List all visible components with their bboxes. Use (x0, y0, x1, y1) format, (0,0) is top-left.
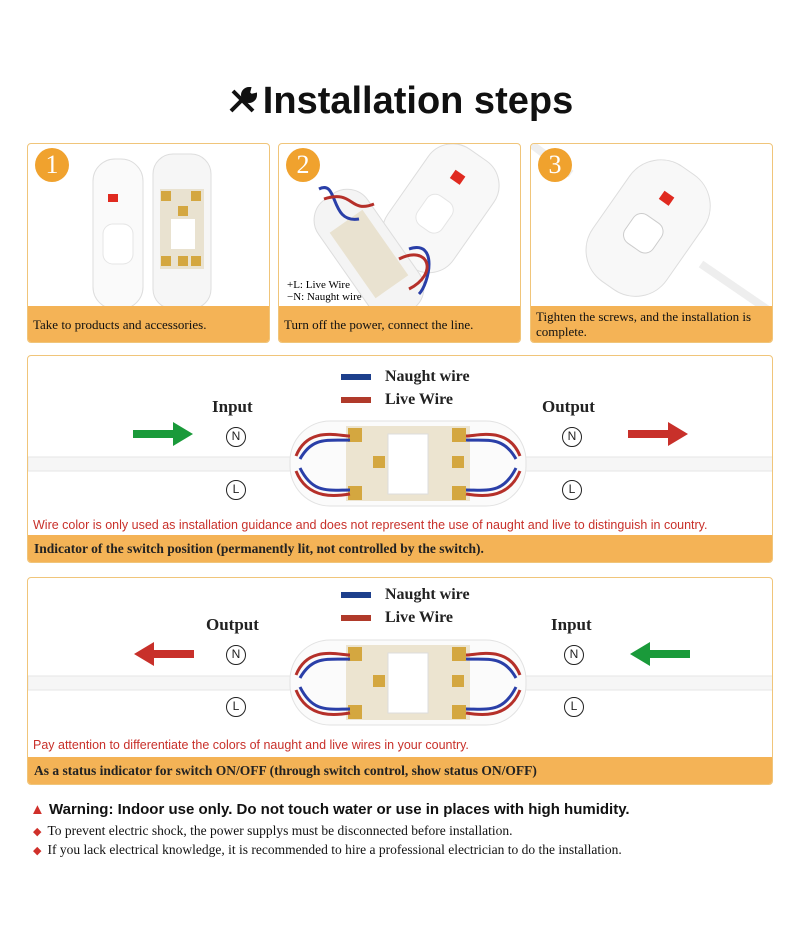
step-card-3: 3 Tighten the screws, and the installati… (530, 143, 773, 343)
bullet-item: ◆ If you lack electrical knowledge, it is… (33, 842, 622, 858)
legend-live-label: Live Wire (385, 391, 453, 408)
live-swatch (341, 397, 371, 404)
arrow-right-icon (628, 422, 688, 446)
step-caption: Take to products and accessories. (28, 306, 269, 342)
legend-live-label: Live Wire (385, 609, 453, 626)
naught-swatch (341, 374, 371, 381)
naught-wire-label: −N: Naught wire (287, 291, 362, 303)
step-caption: Turn off the power, connect the line. (279, 306, 520, 342)
output-label: Output (542, 397, 595, 416)
live-terminal-icon: L (564, 697, 584, 717)
neutral-terminal-icon: N (562, 427, 582, 447)
input-label: Input (551, 615, 592, 634)
panel-caption: As a status indicator for switch ON/OFF … (28, 757, 772, 784)
warning: ▲ Warning: Indoor use only. Do not touch… (30, 801, 630, 818)
page-title: Installation steps (0, 80, 800, 123)
step-number: 1 (35, 148, 69, 182)
naught-swatch (341, 592, 371, 599)
bullet-text: To prevent electric shock, the power sup… (47, 823, 513, 838)
arrow-left-icon (134, 642, 194, 666)
wiring-image (313, 144, 500, 314)
wire-labels: +L: Live Wire−N: Naught wire (287, 279, 362, 303)
diamond-icon: ◆ (33, 826, 42, 838)
step-card-1: 1 Take to products and accessories. (27, 143, 270, 343)
live-terminal-icon: L (562, 480, 582, 500)
input-label: Input (212, 397, 253, 416)
legend-naught-label: Naught wire (385, 586, 470, 603)
step-caption: Tighten the screws, and the installation… (531, 306, 772, 342)
legend-live: Live Wire (341, 609, 453, 627)
arrow-left-icon (630, 642, 690, 666)
arrow-right-icon (133, 422, 193, 446)
live-terminal-icon: L (226, 480, 246, 500)
diamond-icon: ◆ (33, 845, 42, 857)
legend-naught: Naught wire (341, 586, 470, 604)
legend-naught: Naught wire (341, 368, 470, 386)
step-number: 2 (286, 148, 320, 182)
live-terminal-icon: L (226, 697, 246, 717)
color-note: Pay attention to differentiate the color… (33, 738, 469, 752)
bullet-text: If you lack electrical knowledge, it is … (47, 842, 622, 857)
bullet-item: ◆ To prevent electric shock, the power su… (33, 823, 513, 839)
title-text: Installation steps (262, 80, 574, 122)
assembled-switch-image (531, 144, 772, 314)
color-note: Wire color is only used as installation … (33, 518, 708, 532)
neutral-terminal-icon: N (226, 427, 246, 447)
wiring-panel-1: Naught wire Live Wire Input Output N L N… (27, 355, 773, 563)
step-card-2: +L: Live Wire−N: Naught wire 2 Turn off … (278, 143, 521, 343)
switch-parts-image (92, 153, 212, 310)
panel-caption: Indicator of the switch position (perman… (28, 535, 772, 562)
live-swatch (341, 615, 371, 622)
step-number: 3 (538, 148, 572, 182)
neutral-terminal-icon: N (226, 645, 246, 665)
legend-live: Live Wire (341, 391, 453, 409)
output-label: Output (206, 615, 259, 634)
legend-naught-label: Naught wire (385, 368, 470, 385)
wiring-diagram (28, 420, 772, 507)
wiring-diagram (28, 639, 772, 726)
wiring-panel-2: Naught wire Live Wire Output Input N L N… (27, 577, 773, 785)
warning-icon: ▲ (30, 801, 45, 818)
live-wire-label: +L: Live Wire (287, 279, 350, 291)
warning-text: Warning: Indoor use only. Do not touch w… (49, 801, 630, 818)
neutral-terminal-icon: N (564, 645, 584, 665)
tools-icon (229, 86, 257, 113)
